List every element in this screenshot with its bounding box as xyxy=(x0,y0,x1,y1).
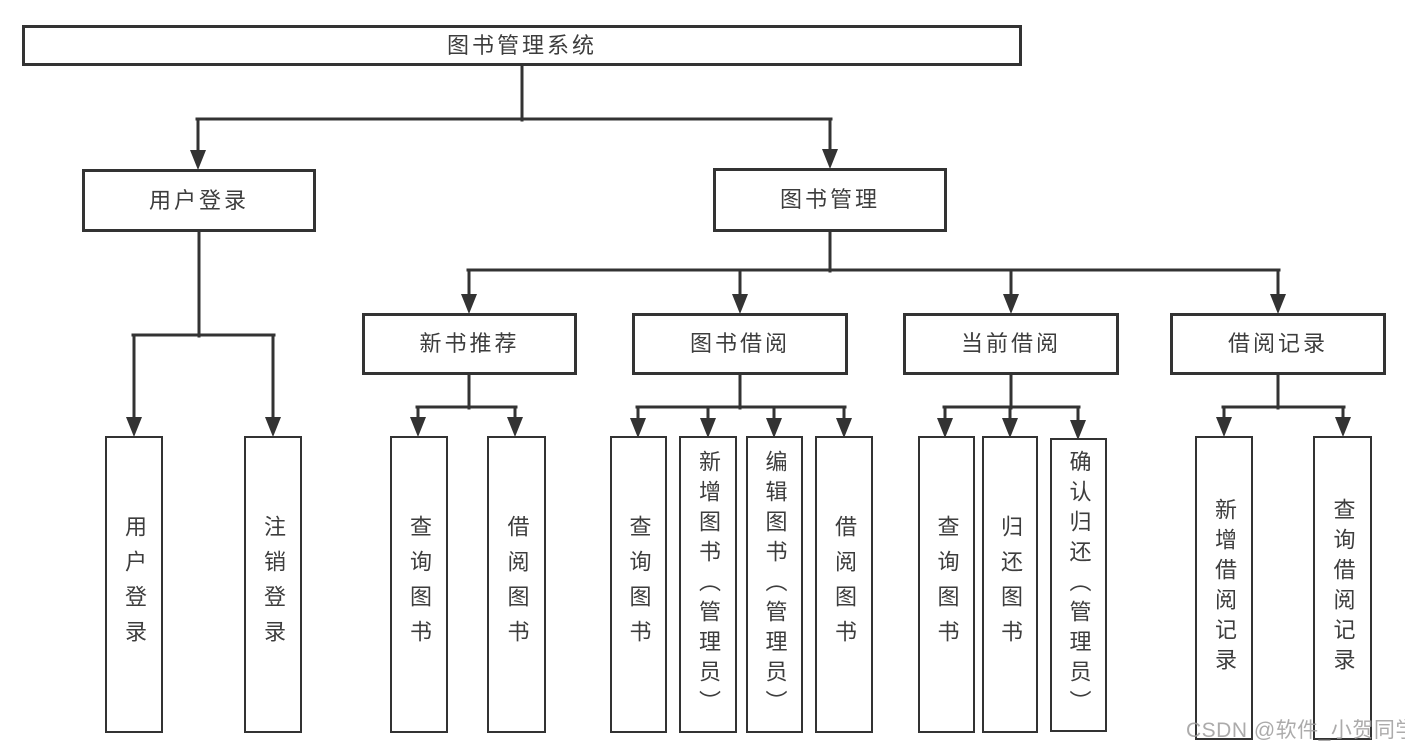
leaf-label: 查询图书 xyxy=(934,514,960,655)
leaf-label: 查询图书 xyxy=(626,514,652,655)
leaf-add-borrow-record: 新增借阅记录 xyxy=(1195,436,1253,740)
node-label: 图书管理系统 xyxy=(446,32,597,58)
leaf-label: 查询借阅记录 xyxy=(1330,498,1356,678)
leaf-label: 查询图书 xyxy=(407,514,432,655)
node-book-management: 图书管理 xyxy=(713,168,947,232)
leaf-label: 归还图书 xyxy=(998,514,1023,655)
leaf-borrow-books: 借阅图书 xyxy=(815,436,873,733)
node-new-book-recommendation: 新书推荐 xyxy=(362,313,577,375)
leaf-label: 注销登录 xyxy=(261,514,286,655)
node-user-login: 用户登录 xyxy=(82,169,316,232)
leaf-label: 借阅图书 xyxy=(832,514,857,655)
leaf-search-books: 查询图书 xyxy=(918,436,975,733)
watermark-text: CSDN @软件_小贺同学 xyxy=(1186,719,1405,742)
leaf-label: 确认归还（管理员） xyxy=(1066,450,1092,720)
node-book-borrowing: 图书借阅 xyxy=(632,313,848,375)
node-label: 图书管理 xyxy=(779,187,880,212)
leaf-borrow-books: 借阅图书 xyxy=(487,436,546,733)
leaf-confirm-return-admin: 确认归还（管理员） xyxy=(1050,438,1107,732)
node-label: 用户登录 xyxy=(148,187,249,213)
leaf-search-borrow-record: 查询借阅记录 xyxy=(1313,436,1372,740)
node-label: 图书借阅 xyxy=(689,331,790,356)
leaf-add-book-admin: 新增图书（管理员） xyxy=(679,436,737,733)
node-current-borrowing: 当前借阅 xyxy=(903,313,1119,375)
leaf-return-books: 归还图书 xyxy=(982,436,1038,733)
leaf-edit-book-admin: 编辑图书（管理员） xyxy=(746,436,803,733)
node-label: 新书推荐 xyxy=(419,331,520,356)
node-label: 借阅记录 xyxy=(1227,331,1328,356)
leaf-label: 新增借阅记录 xyxy=(1212,498,1237,678)
leaf-search-books: 查询图书 xyxy=(390,436,448,733)
leaf-label: 编辑图书（管理员） xyxy=(762,449,788,720)
leaf-label: 新增图书（管理员） xyxy=(696,449,721,720)
leaf-user-login: 用户登录 xyxy=(105,436,163,733)
leaf-search-books: 查询图书 xyxy=(610,436,667,733)
node-borrowing-records: 借阅记录 xyxy=(1170,313,1386,375)
leaf-label: 用户登录 xyxy=(122,514,147,655)
leaf-logout: 注销登录 xyxy=(244,436,302,733)
leaf-label: 借阅图书 xyxy=(504,514,530,655)
node-label: 当前借阅 xyxy=(960,331,1061,356)
node-library-management-system: 图书管理系统 xyxy=(22,25,1022,66)
